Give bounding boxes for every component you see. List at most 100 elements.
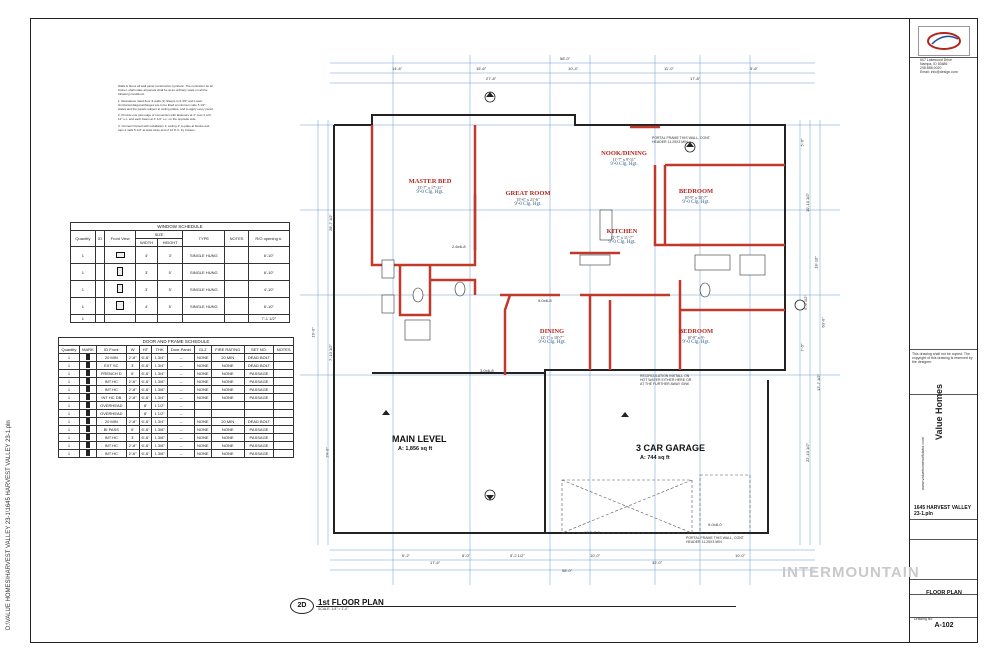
cell xyxy=(78,433,97,442)
table-row: 1 4' 3' SINGLE HUNG 6'-10" xyxy=(70,246,291,264)
room-nook-dining: NOOK/DINING 11'-7" x 9'-11" 9'-0 Clg. Hg… xyxy=(584,150,664,167)
cell: 1 xyxy=(58,417,80,426)
cell: NONE xyxy=(210,433,245,442)
door-label: 9-0x8-0 xyxy=(708,522,722,527)
garage-area: A: 744 sq ft xyxy=(640,455,670,461)
dimension-label: 58'-0" xyxy=(560,56,571,61)
table-row: 1 4' 5' SINGLE HUNG 6'-10" xyxy=(70,297,291,315)
dimension-label: 17'-6" xyxy=(430,560,441,565)
room-name: NOOK/DINING xyxy=(601,150,647,157)
ceiling-height: 9'-0 Clg. Hgt. xyxy=(608,240,636,245)
cell xyxy=(78,361,97,370)
cell: 4' xyxy=(134,297,159,315)
window-icon xyxy=(117,267,124,276)
plan-title: 1st FLOOR PLAN xyxy=(318,598,384,607)
tb-divider xyxy=(910,349,977,350)
cell: 5' xyxy=(157,263,184,281)
cell: -- xyxy=(166,449,195,458)
col-header: R/O opening n. xyxy=(247,230,291,247)
cell xyxy=(125,401,140,410)
cell: 6' xyxy=(125,369,140,378)
cell: NONE xyxy=(193,433,212,442)
cell: OVERHEAD xyxy=(95,401,127,410)
cell xyxy=(273,361,294,370)
note-line: 3. Connect framed with installation 3, c… xyxy=(118,123,210,132)
cell: 20 MIN xyxy=(95,353,127,362)
door-icon xyxy=(85,354,90,360)
floor-plan-drawing xyxy=(300,55,840,585)
cell xyxy=(78,385,97,394)
cell: 6'-8" xyxy=(138,417,153,426)
section-marker-arrows xyxy=(382,92,694,500)
dimension-label: 5'-2 1/2" xyxy=(510,553,525,558)
dimension-label: 10'-0" xyxy=(735,553,746,558)
room-great-room: GREAT ROOM 15'-6" x 21'-6" 9'-0 Clg. Hgt… xyxy=(488,190,568,207)
cell: -- xyxy=(166,377,195,386)
room-dimension: 10'-9" x 10'-7" xyxy=(684,195,708,200)
drawing-no-label: Drawing No xyxy=(914,617,933,621)
watermark: INTERMOUNTAIN xyxy=(782,564,920,581)
sheet-name: FLOOR PLAN xyxy=(926,590,962,596)
plan-tag: 2D xyxy=(290,598,314,614)
builder-web: www.valuehomesofidaho.com xyxy=(920,437,925,490)
cell xyxy=(78,449,97,458)
cell xyxy=(273,401,294,410)
cell: 1 3/8" xyxy=(151,385,168,394)
ceiling-height: 9'-0 Clg. Hgt. xyxy=(682,200,710,205)
room-dining: DINING 12'-1" x 10'-7" 9'-0 Clg. Hgt. xyxy=(512,328,592,345)
cell: 20 MIN xyxy=(210,353,245,362)
cell: -- xyxy=(166,361,195,370)
col-header: FIRE RATING xyxy=(210,345,245,354)
cell xyxy=(273,377,294,386)
cell: 1 xyxy=(70,246,96,264)
tb-divider xyxy=(910,594,977,595)
cell: DEAD BOLT xyxy=(243,353,275,362)
plan-title-underline xyxy=(316,606,736,607)
cell: 1 xyxy=(58,361,80,370)
cell: SINGLE HUNG xyxy=(182,263,226,281)
room-dimension: 11'-7" x 9'-11" xyxy=(612,157,636,162)
col-header: HT xyxy=(138,345,153,354)
tb-divider xyxy=(910,539,977,540)
room-dimension: 12'-1" x 10'-7" xyxy=(540,335,564,340)
cell: SINGLE HUNG xyxy=(182,246,226,264)
window-schedule: WINDOW SCHEDULE Quantity ID Front View S… xyxy=(70,222,291,323)
cell: 3' xyxy=(134,263,159,281)
cell: 6'-8" xyxy=(138,361,153,370)
cell: FRENCH D xyxy=(95,369,127,378)
interior-walls xyxy=(370,125,785,375)
cell xyxy=(273,409,294,418)
cell: 20 MIN xyxy=(210,417,245,426)
cell: 1 xyxy=(58,369,80,378)
dimension-label: 11'-0" xyxy=(664,66,674,71)
door-icon xyxy=(85,394,90,400)
cell: 4'-10" xyxy=(247,280,291,298)
title-block xyxy=(910,18,978,643)
cell: PASSAGE xyxy=(243,433,275,442)
cell: 1 xyxy=(70,314,96,323)
cell: 6'-10" xyxy=(247,263,291,281)
cell: 6'-10" xyxy=(247,246,291,264)
door-label: 3-0x6-8 xyxy=(480,368,494,373)
cell: 2'-8" xyxy=(125,385,140,394)
builder-brand: Value Homes xyxy=(934,383,944,440)
cell xyxy=(210,401,245,410)
cell: 6'-8" xyxy=(138,449,153,458)
dimension-label: 24'-0" xyxy=(324,447,330,458)
cell xyxy=(78,369,97,378)
cell: 1 1/2" xyxy=(151,409,168,418)
cell: PASSAGE xyxy=(243,441,275,450)
room-name: KITCHEN xyxy=(606,228,638,235)
cell: NONE xyxy=(193,377,212,386)
cell: -- xyxy=(166,417,195,426)
cell: INT HC xyxy=(95,433,127,442)
dimension-label: 32'-0" xyxy=(652,560,663,565)
col-header: NOTES xyxy=(273,345,294,354)
room-name: GREAT ROOM xyxy=(505,190,551,197)
plan-scale: SCALE: 1/4" = 1'-0" xyxy=(318,607,349,611)
dimension-label: 7'-5" xyxy=(799,343,805,352)
cell: 6'-8" xyxy=(138,385,153,394)
project-name: 1645 HARVEST VALLEY 23-1.pln xyxy=(914,505,971,517)
